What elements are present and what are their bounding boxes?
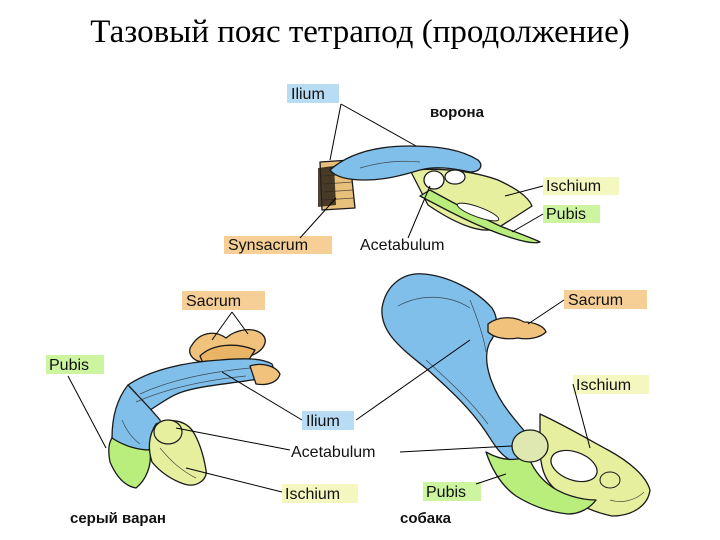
monitor-sacrum-label-bg (182, 291, 265, 310)
monitor-pubis-label: Pubis (49, 357, 89, 374)
dog-ischium-label: Ischium (576, 377, 631, 394)
dog-sacrum-bone (487, 317, 547, 340)
dog-ischium-label-bg (573, 375, 649, 394)
crow-ischium-label: Ischium (546, 178, 601, 195)
monitor-ischium-label-bg (282, 484, 358, 503)
crow-ilioischiadic-foramen (444, 169, 466, 185)
monitor-pelvis: Sacrum Pubis Ilium Acetabulum Ischium се… (46, 291, 376, 527)
crow-ilium-bone (329, 145, 482, 181)
monitor-name: серый варан (70, 510, 166, 527)
crow-name: ворона (430, 104, 485, 121)
dog-acetabulum (511, 429, 549, 463)
page-title: Тазовый пояс тетрапод (продолжение) (90, 14, 630, 50)
monitor-sacrum-label: Sacrum (186, 293, 241, 310)
dog-pubis-label: Pubis (426, 484, 466, 501)
crow-pubis-label-bg (543, 205, 600, 223)
dog-pelvis: Sacrum Ischium Pubis собака (355, 273, 651, 527)
crow-pelvis: Ilium ворона Ischium Pubis Synsacrum Ace… (224, 84, 619, 254)
monitor-ischium-label: Ischium (285, 486, 340, 503)
monitor-pubis-label-bg (46, 355, 104, 374)
crow-acetabulum-label: Acetabulum (360, 237, 445, 254)
dog-pubis-label-bg (423, 482, 481, 501)
crow-acetabulum (423, 170, 445, 190)
dog-sacrum-label-bg (564, 290, 647, 309)
dog-obturator-foramen (550, 449, 598, 483)
crow-ilium-label: Ilium (291, 86, 325, 103)
crow-synsacrum-label: Synsacrum (228, 237, 308, 254)
monitor-acetabulum-label: Acetabulum (291, 444, 376, 461)
dog-sacrum-label: Sacrum (568, 292, 623, 309)
dog-name: собака (400, 510, 452, 527)
crow-pubis-label: Pubis (546, 206, 586, 223)
crow-synsacrum-label-bg (224, 236, 332, 254)
monitor-ilium-label: Ilium (306, 413, 340, 430)
crow-ischium-label-bg (543, 177, 619, 195)
monitor-acetabulum (153, 419, 183, 445)
crow-obturator-foramen (456, 202, 500, 222)
monitor-ilium-label-bg (302, 411, 354, 430)
crow-ilium-label-bg (287, 84, 339, 103)
